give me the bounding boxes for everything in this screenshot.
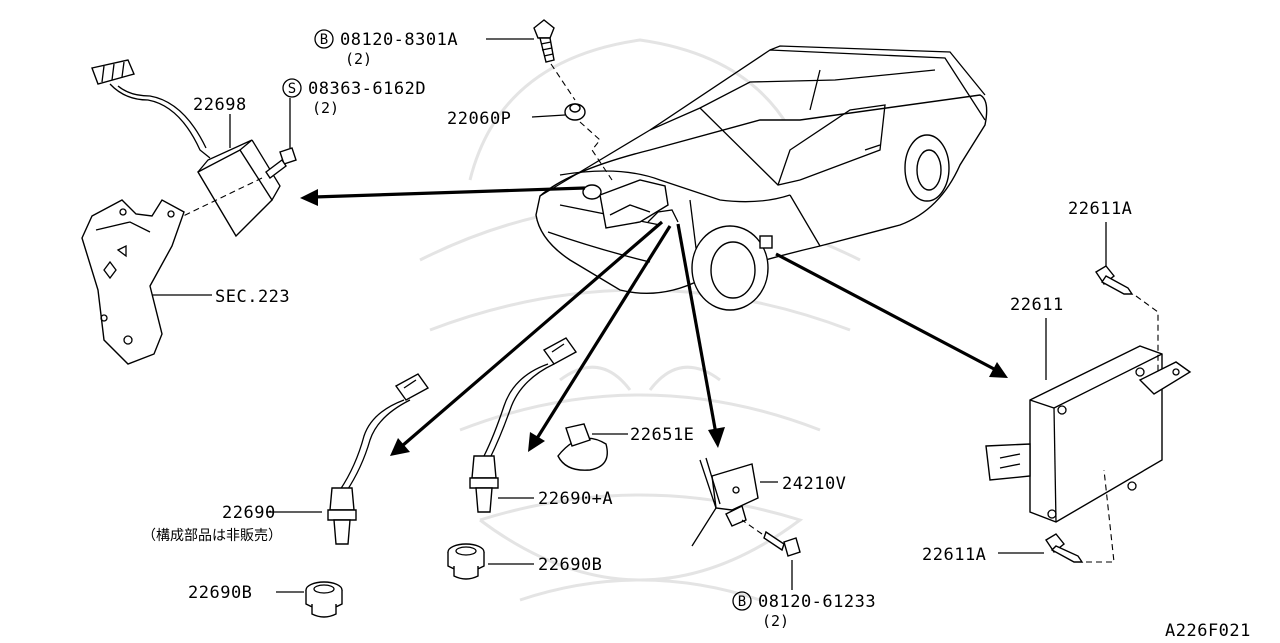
section-reference: SEC.223 (215, 287, 290, 307)
bolt-symbol-b: B (320, 32, 328, 48)
part-number: 22690+A (538, 489, 613, 509)
part-number: 22690B (538, 555, 602, 575)
part-number: 24210V (782, 474, 846, 494)
label-24210v[interactable]: 24210V (760, 474, 846, 494)
part-number: 22698 (193, 95, 247, 115)
label-22690-left[interactable]: 22690 （構成部品は非販売） (142, 503, 322, 544)
arrow-head-icon (708, 427, 725, 448)
label-22690a-center[interactable]: 22690+A (498, 489, 613, 509)
part-number: 22690 (222, 503, 276, 523)
part-number: 08363-6162D (308, 79, 426, 99)
not-sold-separately-note: （構成部品は非販売） (142, 528, 282, 544)
vehicle-outline (535, 45, 988, 311)
quantity: (2) (762, 612, 789, 630)
diagram-code: A226F021 (1165, 621, 1251, 639)
part-number: 22060P (447, 109, 511, 129)
label-22698[interactable]: 22698 (193, 95, 247, 148)
screw-symbol-s: S (288, 81, 296, 97)
bolt-22611a-top[interactable] (1095, 265, 1134, 295)
bolt-symbol-b: B (738, 594, 746, 610)
plug-22690b-center[interactable] (447, 543, 485, 580)
arrow-head-icon (390, 438, 410, 456)
part-number: 08120-61233 (758, 592, 876, 612)
arrow-head-icon (300, 189, 318, 206)
part-number: 22690B (188, 583, 252, 603)
o2-sensor-22690-left[interactable] (327, 373, 430, 545)
label-08120-8301a[interactable]: B 08120-8301A (2) (314, 29, 534, 68)
part-number: 22651E (630, 425, 694, 445)
label-22611[interactable]: 22611 (1010, 295, 1064, 380)
arrow-head-icon (528, 432, 545, 452)
label-22690b-left[interactable]: 22690B (188, 583, 304, 603)
bolt-8301a[interactable] (533, 19, 555, 63)
ecu-22611[interactable] (985, 345, 1192, 523)
label-22611a-top[interactable]: 22611A (1068, 199, 1132, 266)
label-08363-6162d[interactable]: S 08363-6162D (2) (282, 78, 426, 148)
quantity: (2) (312, 99, 339, 117)
location-arrows (300, 186, 1008, 456)
label-22060p[interactable]: 22060P (447, 109, 566, 129)
clamp-22651e[interactable] (557, 423, 608, 471)
part-number: 08120-8301A (340, 30, 458, 50)
plug-22690b-left[interactable] (305, 581, 343, 618)
label-22690b-center[interactable]: 22690B (488, 555, 602, 575)
label-sec223[interactable]: SEC.223 (152, 287, 290, 307)
bolt-22611a-bottom[interactable] (1045, 533, 1084, 563)
part-number: 22611A (1068, 199, 1132, 219)
grommet-22060p[interactable] (564, 103, 586, 121)
o2-sensor-22690a-center[interactable] (469, 337, 578, 513)
bracket-24210v[interactable] (691, 457, 759, 547)
quantity: (2) (345, 50, 372, 68)
sensor-22698[interactable] (91, 59, 281, 238)
screw-6162d[interactable] (265, 147, 297, 180)
label-22651e[interactable]: 22651E (592, 425, 694, 445)
bolt-61233[interactable] (763, 530, 801, 557)
arrow-head-icon (989, 362, 1008, 378)
label-22611a-bottom[interactable]: 22611A (922, 545, 1044, 565)
part-number: 22611 (1010, 295, 1064, 315)
part-number: 22611A (922, 545, 986, 565)
bracket-sec223[interactable] (81, 199, 185, 365)
label-08120-61233[interactable]: B 08120-61233 (2) (732, 560, 876, 630)
